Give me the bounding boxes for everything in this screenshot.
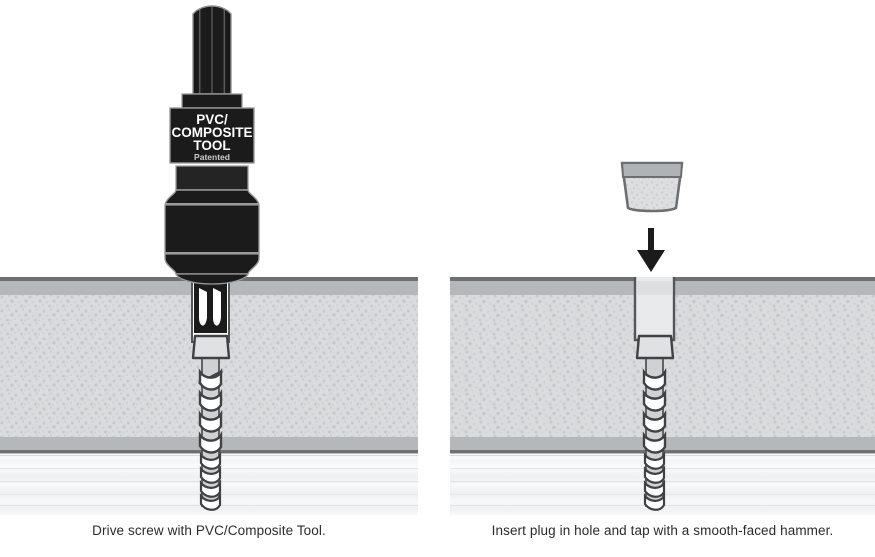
tool-label-line-3: TOOL [193,138,230,153]
tool-sublabel-patented: Patented [194,152,230,162]
caption-right: Insert plug in hole and tap with a smoot… [491,523,834,538]
tool-chuck-nose [175,273,249,285]
screw-head-collar [191,334,231,360]
tool-label-line-1: PVC/ [196,112,228,127]
driver-bit-tip [194,279,227,333]
insert-plug-figure [450,161,875,516]
tool-chuck-barrel [164,189,260,275]
screw-threads-fine [643,450,666,511]
tool-mid-sleeve [175,165,249,191]
counterbore-hole [633,277,676,342]
panel-insert-plug: Insert plug in hole and tap with a smoot… [450,0,875,557]
tool-label-sleeve [169,107,255,164]
screw-threads-coarse [642,367,667,454]
tool-hex-shank [192,5,232,95]
chuck-band [165,203,259,206]
deck-screw [191,334,231,511]
screw-threads-fine [199,450,222,511]
hole-top-shade [637,281,672,295]
pvc-composite-tool: PVC/ COMPOSITE TOOL Patented [164,5,260,285]
screw-head-collar [635,334,675,360]
drive-screw-figure: PVC/ COMPOSITE TOOL Patented [0,5,418,516]
bit-flute [213,288,221,326]
down-arrow-icon [637,228,665,272]
tool-collar [181,93,243,109]
caption-left: Drive screw with PVC/Composite Tool. [92,523,326,538]
arrow-stem [648,228,654,254]
arrow-head [637,250,665,272]
bit-flute [199,288,207,326]
tool-label-line-2: COMPOSITE [171,125,252,140]
composite-plug [620,161,684,213]
screw-threads-coarse [198,367,223,454]
bit-shaft [194,279,227,333]
deck-screw [635,334,675,511]
chuck-band [165,252,259,255]
panel-drive-screw: PVC/ COMPOSITE TOOL Patented Drive screw… [0,0,418,557]
plug-cap-band [620,162,684,178]
